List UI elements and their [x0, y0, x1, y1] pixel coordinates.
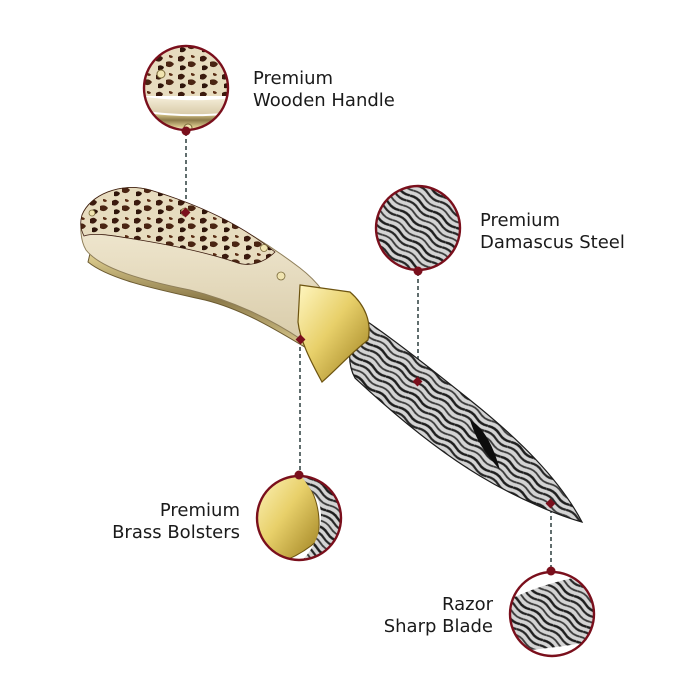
feature-label-brass: Premium Brass Bolsters: [100, 500, 240, 544]
brass-bolster: [297, 284, 370, 383]
feature-label-line2: Wooden Handle: [253, 90, 395, 111]
damascus-steel-closeup-icon: [374, 184, 462, 276]
feature-label-handle: Premium Wooden Handle: [253, 68, 395, 112]
knife: [80, 187, 584, 523]
feature-label-blade: Razor Sharp Blade: [373, 594, 493, 638]
blade-tip-closeup-icon: [508, 566, 596, 658]
antler-handle-closeup-icon: [142, 44, 230, 136]
feature-label-line1: Premium: [253, 68, 334, 89]
feature-label-line2: Brass Bolsters: [112, 522, 240, 543]
damascus-blade: [349, 317, 584, 523]
feature-label-line1: Razor: [441, 594, 493, 615]
feature-label-line2: Damascus Steel: [480, 232, 625, 253]
feature-label-line2: Sharp Blade: [383, 616, 493, 637]
anchor-dots: [180, 207, 556, 509]
feature-label-line1: Premium: [159, 500, 240, 521]
feature-label-steel: Premium Damascus Steel: [480, 210, 625, 254]
brass-bolster-closeup-icon: [255, 470, 343, 562]
antler-handle: [80, 187, 276, 265]
feature-label-line1: Premium: [480, 210, 561, 231]
